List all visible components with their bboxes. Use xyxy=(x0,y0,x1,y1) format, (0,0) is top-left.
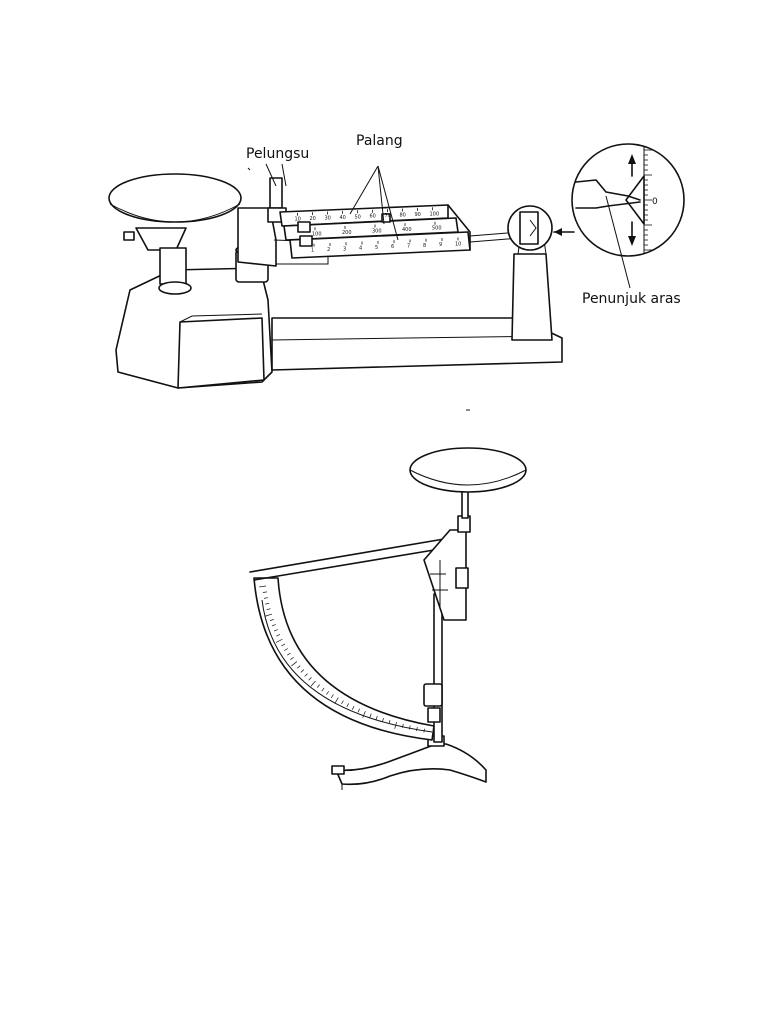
beams xyxy=(279,204,521,259)
arc-tick xyxy=(330,694,334,699)
arc-tick xyxy=(281,643,286,647)
arc-tick xyxy=(310,680,316,687)
slider-rider xyxy=(297,221,311,233)
arc-tick xyxy=(408,725,411,730)
spring-balance-pan xyxy=(409,447,527,493)
arc-tick xyxy=(362,711,366,718)
beam-tick-label: 60 xyxy=(370,214,376,220)
beam-tick-label: 80 xyxy=(400,213,406,219)
beam-tick-label: 90 xyxy=(415,212,421,218)
arc-tick xyxy=(265,602,270,605)
arc-tick xyxy=(334,697,339,704)
arc-tick xyxy=(308,677,312,681)
arc-tick xyxy=(326,691,329,695)
beam-tick-label: 10 xyxy=(455,241,461,247)
beam-tick-label: 10 xyxy=(295,217,301,223)
beam-tick-label: 200 xyxy=(342,230,352,236)
arc-tick xyxy=(265,613,273,617)
beam-tick-label: 500 xyxy=(432,226,442,232)
beam-back-scale: 10 20 30 40 50 60 70 80 90 100 xyxy=(295,207,440,223)
arc-tick xyxy=(263,597,269,599)
pointer-magnified-view: 0 xyxy=(553,143,685,257)
arc-tick xyxy=(259,585,267,588)
slider-label: Pelungsu xyxy=(246,146,309,162)
arc-tick xyxy=(369,713,372,718)
arc-tick xyxy=(316,684,321,688)
arc-tick xyxy=(262,591,267,593)
beam-body xyxy=(237,177,329,267)
beam-tick-label: 2 xyxy=(327,247,330,253)
beam-tick-label: 3 xyxy=(343,246,346,252)
arc-tick xyxy=(423,728,425,733)
arc-tick xyxy=(304,673,308,677)
arc-tick xyxy=(291,661,298,667)
arc-tick xyxy=(271,624,276,627)
arc-tick xyxy=(402,723,404,728)
arc-tick xyxy=(346,703,349,708)
beam-tick-label: 40 xyxy=(340,215,346,221)
beam-front-scale: 1 2 3 4 5 6 7 8 9 10 xyxy=(311,237,461,254)
beam-tick-label: 1 xyxy=(311,248,314,254)
arc-tick xyxy=(287,652,291,656)
arc-tick xyxy=(382,717,384,722)
spring-balance xyxy=(249,447,527,790)
arc-tick xyxy=(273,629,278,632)
arc-tick xyxy=(296,665,301,669)
arc-tick xyxy=(351,705,355,710)
beam-tick-label: 100 xyxy=(430,211,440,217)
arc-tick xyxy=(321,687,325,692)
beam-tick-label: 4 xyxy=(359,246,362,252)
arc-tick xyxy=(290,657,294,660)
spring-balance-base xyxy=(331,735,487,790)
dial-zero-label: 0 xyxy=(652,197,658,207)
arc-tick xyxy=(276,634,281,637)
arc-tick xyxy=(375,715,378,720)
arrow-left-icon xyxy=(554,228,562,236)
arc-tick xyxy=(276,638,283,643)
arc-tick xyxy=(266,608,271,611)
beam-tick-label: 5 xyxy=(375,245,378,251)
beam-tick-label: 70 xyxy=(385,213,391,219)
arc-tick xyxy=(357,708,360,713)
arc-tick xyxy=(388,720,391,725)
arc-tick xyxy=(341,700,344,705)
balance-base xyxy=(115,239,563,389)
beam-tick-label: 300 xyxy=(372,229,382,235)
arc-tick xyxy=(269,618,274,621)
curved-scale xyxy=(253,577,435,741)
beams-label: Palang xyxy=(356,133,403,149)
beam-tick-label: 8 xyxy=(423,243,426,249)
beam-tick-label: 400 xyxy=(402,227,412,233)
balance-pan xyxy=(108,173,242,295)
beam-tick-label: 7 xyxy=(407,243,410,249)
pointer-label: Penunjuk aras xyxy=(582,291,681,307)
beam-tick-label: 50 xyxy=(355,214,361,220)
beam-tick-label: 30 xyxy=(325,216,331,222)
arc-tick xyxy=(284,648,288,651)
beam-tick-label: 9 xyxy=(439,242,442,248)
spring-balance-column xyxy=(423,489,471,743)
beam-tick-label: 6 xyxy=(391,244,394,250)
arc-tick xyxy=(394,721,397,729)
beam-tick-label: 20 xyxy=(310,216,316,222)
arc-tick xyxy=(416,727,418,732)
beam-tick-label: 100 xyxy=(312,231,322,237)
arc-tick xyxy=(300,669,305,673)
beam-middle-scale: 100 200 300 400 500 xyxy=(312,221,442,237)
pointer-window xyxy=(507,205,553,251)
